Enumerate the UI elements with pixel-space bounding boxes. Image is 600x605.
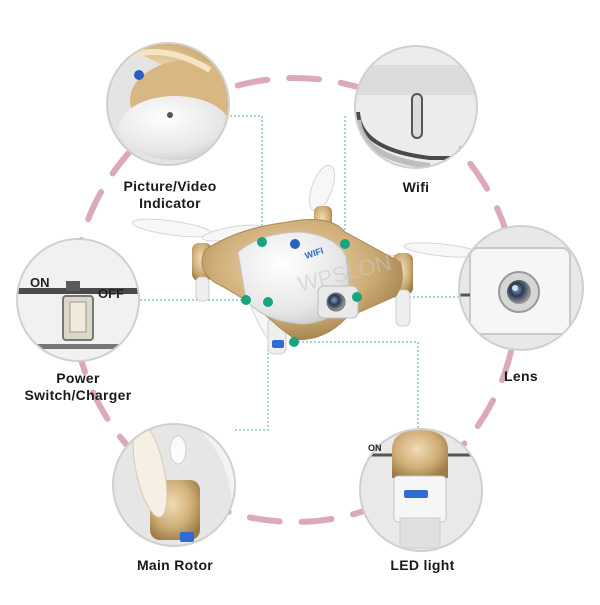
switch-off-label: OFF — [98, 286, 124, 301]
label-lens-text: Lens — [504, 368, 538, 384]
label-power: Power Switch/Charger — [8, 370, 148, 404]
drone — [131, 164, 481, 355]
led-switch-on-label: ON — [368, 443, 382, 453]
label-power-line1: Power — [56, 370, 100, 386]
connector-rotor — [235, 302, 269, 431]
callout-circle-wifi — [354, 45, 478, 169]
wifi-antenna-icon — [411, 93, 423, 139]
label-picture-video: Picture/Video Indicator — [100, 178, 240, 212]
led-light-icon — [404, 490, 428, 498]
label-main-rotor-text: Main Rotor — [136, 557, 214, 573]
callout-circle-lens — [458, 225, 584, 351]
label-lens: Lens — [486, 368, 556, 385]
switch-on-label: ON — [30, 275, 50, 290]
callout-circle-picture-video — [106, 42, 230, 166]
label-picture-video-line1: Picture/Video — [123, 178, 217, 194]
label-picture-video-line2: Indicator — [139, 195, 201, 211]
label-main-rotor: Main Rotor — [110, 557, 240, 574]
label-wifi: Wifi — [376, 179, 456, 196]
indicator-led-icon — [134, 70, 144, 80]
callout-circle-led — [359, 428, 483, 552]
drone-camera-lens — [326, 292, 346, 312]
label-led-light: LED light — [365, 557, 480, 574]
callout-circle-power — [16, 238, 140, 362]
label-led-light-text: LED light — [390, 557, 455, 573]
drone-indicator — [290, 239, 300, 249]
rotor-blade-icon — [132, 424, 168, 518]
connector-led — [294, 341, 419, 430]
label-wifi-text: Wifi — [402, 179, 430, 195]
callout-dots — [241, 237, 362, 347]
label-power-line2: Switch/Charger — [24, 387, 132, 403]
